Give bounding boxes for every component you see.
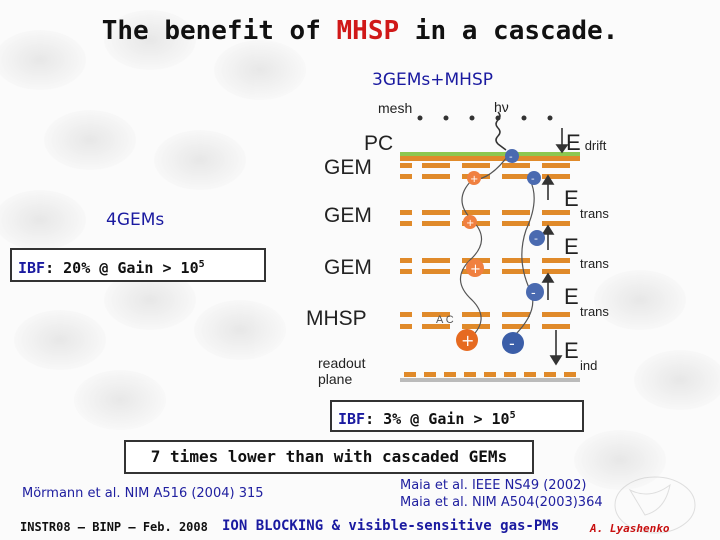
field-ind: E bbox=[564, 338, 579, 364]
label-4gems: 4GEMs bbox=[106, 210, 165, 230]
ibf-box-4gems: IBF: 20% @ Gain > 105 bbox=[10, 248, 266, 282]
readout-plane-strips bbox=[400, 372, 580, 382]
field-e: E bbox=[564, 186, 579, 211]
ibf-box-mhsp: IBF: 3% @ Gain > 105 bbox=[330, 400, 584, 432]
footer-topic: ION BLOCKING & visible-sensitive gas-PMs bbox=[222, 518, 560, 534]
reference-right-2: Maia et al. NIM A504(2003)364 bbox=[400, 495, 603, 510]
reference-left: Mörmann et al. NIM A516 (2004) 315 bbox=[22, 486, 264, 501]
svg-text:-: - bbox=[509, 334, 515, 353]
field-trans-1: E bbox=[564, 186, 579, 212]
svg-text:+: + bbox=[466, 218, 474, 229]
gem-layer-3 bbox=[400, 258, 570, 274]
title-highlight: MHSP bbox=[336, 16, 400, 46]
field-trans-3-sub: trans bbox=[580, 304, 609, 319]
layer-pc: PC bbox=[364, 132, 394, 155]
field-ind-sub: ind bbox=[580, 358, 598, 373]
readout-label-2: plane bbox=[318, 371, 353, 387]
ibf-text: : 20% @ Gain > 10 bbox=[45, 259, 199, 277]
ibf-text: : 3% @ Gain > 10 bbox=[365, 410, 510, 428]
field-arrows bbox=[541, 128, 569, 366]
pc-layer bbox=[400, 152, 580, 161]
svg-text:-: - bbox=[509, 152, 513, 163]
title-prefix: The benefit of bbox=[101, 16, 337, 46]
page-title: The benefit of MHSP in a cascade. bbox=[0, 16, 720, 46]
field-trans-2-sub: trans bbox=[580, 256, 609, 271]
mesh-label: mesh bbox=[378, 100, 413, 116]
field-e: E bbox=[564, 338, 579, 363]
photon-arrow bbox=[495, 111, 507, 151]
layer-gem-3: GEM bbox=[324, 256, 372, 279]
ibf-exponent: 5 bbox=[509, 410, 516, 421]
anode-cathode-label: A C bbox=[436, 314, 454, 326]
svg-text:-: - bbox=[531, 174, 535, 185]
svg-text:-: - bbox=[531, 286, 536, 301]
field-e: E bbox=[566, 130, 581, 155]
ion-markers: + + + + bbox=[456, 171, 484, 351]
footer-conference: INSTR08 – BINP – Feb. 2008 bbox=[20, 520, 208, 534]
svg-text:-: - bbox=[534, 232, 538, 245]
gem-layer-2 bbox=[400, 210, 570, 226]
ibf-exponent: 5 bbox=[198, 259, 205, 270]
electron-markers: - - - - - bbox=[502, 149, 545, 354]
mhsp-layer bbox=[400, 312, 570, 329]
footer-author: A. Lyashenko bbox=[590, 522, 670, 535]
ibf-label: IBF bbox=[338, 410, 366, 428]
reference-right-1: Maia et al. IEEE NS49 (2002) bbox=[400, 478, 587, 493]
field-e: E bbox=[564, 284, 579, 309]
readout-label-1: readout bbox=[318, 355, 366, 371]
diagram-heading: 3GEMs+MHSP bbox=[372, 70, 493, 90]
ibf-label: IBF bbox=[18, 259, 46, 277]
title-suffix: in a cascade. bbox=[399, 16, 619, 46]
field-sub: drift bbox=[584, 138, 607, 153]
photon-label: hν bbox=[494, 99, 509, 115]
field-e: E bbox=[564, 234, 579, 259]
svg-text:+: + bbox=[470, 174, 478, 185]
svg-text:+: + bbox=[461, 331, 474, 350]
field-trans-1-sub: trans bbox=[580, 206, 609, 221]
mesh-dots bbox=[417, 115, 553, 121]
layer-gem-2: GEM bbox=[324, 204, 372, 227]
field-trans-3: E bbox=[564, 284, 579, 310]
layer-gem-1: GEM bbox=[324, 156, 372, 179]
field-trans-2: E bbox=[564, 234, 579, 260]
detector-diagram: + + + + - - - - - bbox=[400, 111, 580, 382]
result-banner: 7 times lower than with cascaded GEMs bbox=[124, 440, 534, 474]
svg-text:+: + bbox=[470, 262, 481, 277]
layer-mhsp: MHSP bbox=[306, 307, 367, 330]
